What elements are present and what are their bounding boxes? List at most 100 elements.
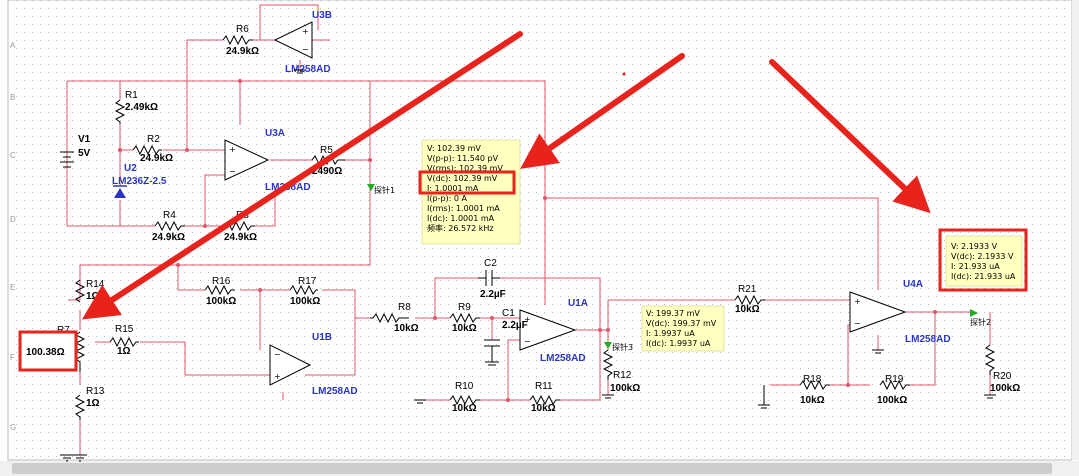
r11-ref: R11: [535, 381, 553, 392]
highlight-r7-box: [18, 330, 78, 372]
r4-ref: R4: [163, 210, 176, 221]
svg-text:+: +: [854, 297, 861, 306]
row-label: D: [10, 215, 16, 224]
wires: [66, 4, 991, 455]
r19-ref: R19: [885, 374, 904, 385]
r8-ref: R8: [398, 302, 411, 313]
r7-value-box: 100.38Ω: [20, 333, 76, 369]
r17-ref: R17: [298, 276, 317, 287]
probe-3-line: V: 199.37 mV: [646, 309, 700, 318]
u3b-part: LM258AD: [285, 64, 331, 75]
u2-part: LM236Z-2.5: [112, 176, 167, 187]
r4-value: 24.9kΩ: [152, 232, 185, 243]
row-label: G: [10, 423, 16, 432]
probe-1-flag[interactable]: 探针1: [367, 184, 395, 195]
u3a-ref: U3A: [265, 128, 285, 139]
probe-2-line: V(dc): 2.1933 V: [951, 252, 1014, 261]
stray-mark: [622, 72, 626, 76]
probe-1-label: 探针1: [374, 185, 395, 195]
annotation-highlights: [18, 31, 1028, 372]
battery-v1[interactable]: V1 5V: [60, 134, 91, 168]
r10-ref: R10: [455, 381, 474, 392]
u1a-ref: U1A: [568, 298, 588, 309]
r5-ref: R5: [320, 145, 333, 156]
svg-text:+: +: [524, 315, 531, 324]
r20-ref: R20: [993, 371, 1012, 382]
junctions: [118, 79, 937, 402]
probe-3-line: I(dc): 1.9937 uA: [646, 339, 711, 348]
r13-value: 1Ω: [86, 398, 100, 409]
probe-1-line: I(dc): 1.0001 mA: [427, 214, 495, 223]
r12-ref: R12: [613, 370, 632, 381]
probe-1-line: I(p-p): 0 A: [427, 194, 468, 203]
highlight-output-box: [938, 228, 1028, 292]
u4a-part: LM258AD: [905, 334, 951, 345]
opamp-u1a[interactable]: + − U1A LM258AD: [519, 298, 588, 364]
u3b-ref: U3B: [312, 10, 332, 21]
probe-2-flag[interactable]: 探针2: [970, 309, 991, 327]
r13-ref: R13: [86, 386, 105, 397]
r2-value: 24.9kΩ: [140, 153, 173, 164]
probe-2-readout: V: 2.1933 V V(dc): 2.1933 V I: 21.933 uA…: [945, 235, 1023, 287]
probe-1-line: V(rms): 102.39 mV: [427, 164, 503, 173]
opamp-u4a[interactable]: +− U4A LM258AD: [849, 279, 951, 345]
svg-text:−: −: [302, 45, 309, 54]
arrow-to-output: [769, 59, 931, 214]
capacitor-c2[interactable]: C2 2.2µF: [478, 258, 506, 300]
c2-value: 2.2µF: [480, 289, 506, 300]
r17-value: 100kΩ: [290, 296, 320, 307]
arrow-to-current: [520, 53, 685, 169]
svg-text:+: +: [229, 145, 236, 154]
probe-1-line: I(rms): 1.0001 mA: [427, 204, 500, 213]
row-label: C: [10, 151, 16, 160]
c2-ref: C2: [484, 258, 497, 269]
r19-value: 100kΩ: [877, 395, 907, 406]
u1b-part: LM258AD: [312, 386, 358, 397]
opamp-u1b[interactable]: −+ U1B LM258AD: [269, 332, 358, 397]
svg-text:−: −: [274, 350, 281, 359]
highlight-current-box: [418, 170, 516, 195]
row-label: E: [10, 283, 15, 292]
r7-value: 100.38Ω: [26, 347, 65, 358]
c1-value: 2.2µF: [502, 320, 528, 331]
r2-ref: R2: [147, 134, 160, 145]
r21-ref: R21: [738, 284, 757, 295]
r5-value: 2490Ω: [312, 166, 342, 177]
row-label: F: [10, 353, 15, 362]
ground-symbols: [60, 69, 996, 462]
vertical-scrollbar[interactable]: [1072, 0, 1079, 460]
u1b-ref: U1B: [312, 332, 332, 343]
r10-value: 10kΩ: [452, 403, 477, 414]
capacitor-c1[interactable]: C1 2.2µF: [484, 308, 528, 362]
probe-3-readout: V: 199.37 mV V(dc): 199.37 mV I: 1.9937 …: [641, 305, 725, 352]
r9-ref: R9: [458, 302, 471, 313]
r16-ref: R16: [212, 276, 231, 287]
v1-ref: V1: [78, 134, 91, 145]
arrow-to-r7: [81, 31, 523, 320]
probe-3-line: V(dc): 199.37 mV: [646, 319, 717, 328]
r3-value: 24.9kΩ: [224, 232, 257, 243]
c1-ref: C1: [502, 308, 515, 319]
reference-u2[interactable]: U2 LM236Z-2.5: [112, 163, 167, 198]
r18-value: 10kΩ: [800, 395, 825, 406]
r16-value: 100kΩ: [206, 296, 236, 307]
svg-text:−: −: [524, 337, 531, 346]
opamp-u3b[interactable]: +− U3B LM258AD: [273, 10, 332, 75]
row-labels: A B C D E F G: [10, 41, 16, 432]
resistors: R6 24.9kΩ R1 2.49kΩ R2 24.9kΩ R4 24.9kΩ …: [57, 24, 1020, 420]
u2-ref: U2: [124, 163, 137, 174]
svg-text:−: −: [229, 167, 236, 176]
probe-3-flag[interactable]: 探针3: [604, 342, 633, 352]
u1a-part: LM258AD: [540, 353, 586, 364]
scrollbar-thumb[interactable]: [12, 463, 1052, 474]
r1-ref: R1: [125, 90, 138, 101]
dot-grid: [14, 0, 1070, 460]
r21-value: 10kΩ: [735, 304, 760, 315]
probe-1-line: V: 102.39 mV: [427, 144, 481, 153]
probe-1-line: V(p-p): 11.540 pV: [427, 154, 499, 163]
r11-value: 10kΩ: [531, 403, 556, 414]
svg-text:−: −: [854, 319, 861, 328]
r14-ref: R14: [86, 279, 105, 290]
r15-value: 1Ω: [117, 346, 131, 357]
